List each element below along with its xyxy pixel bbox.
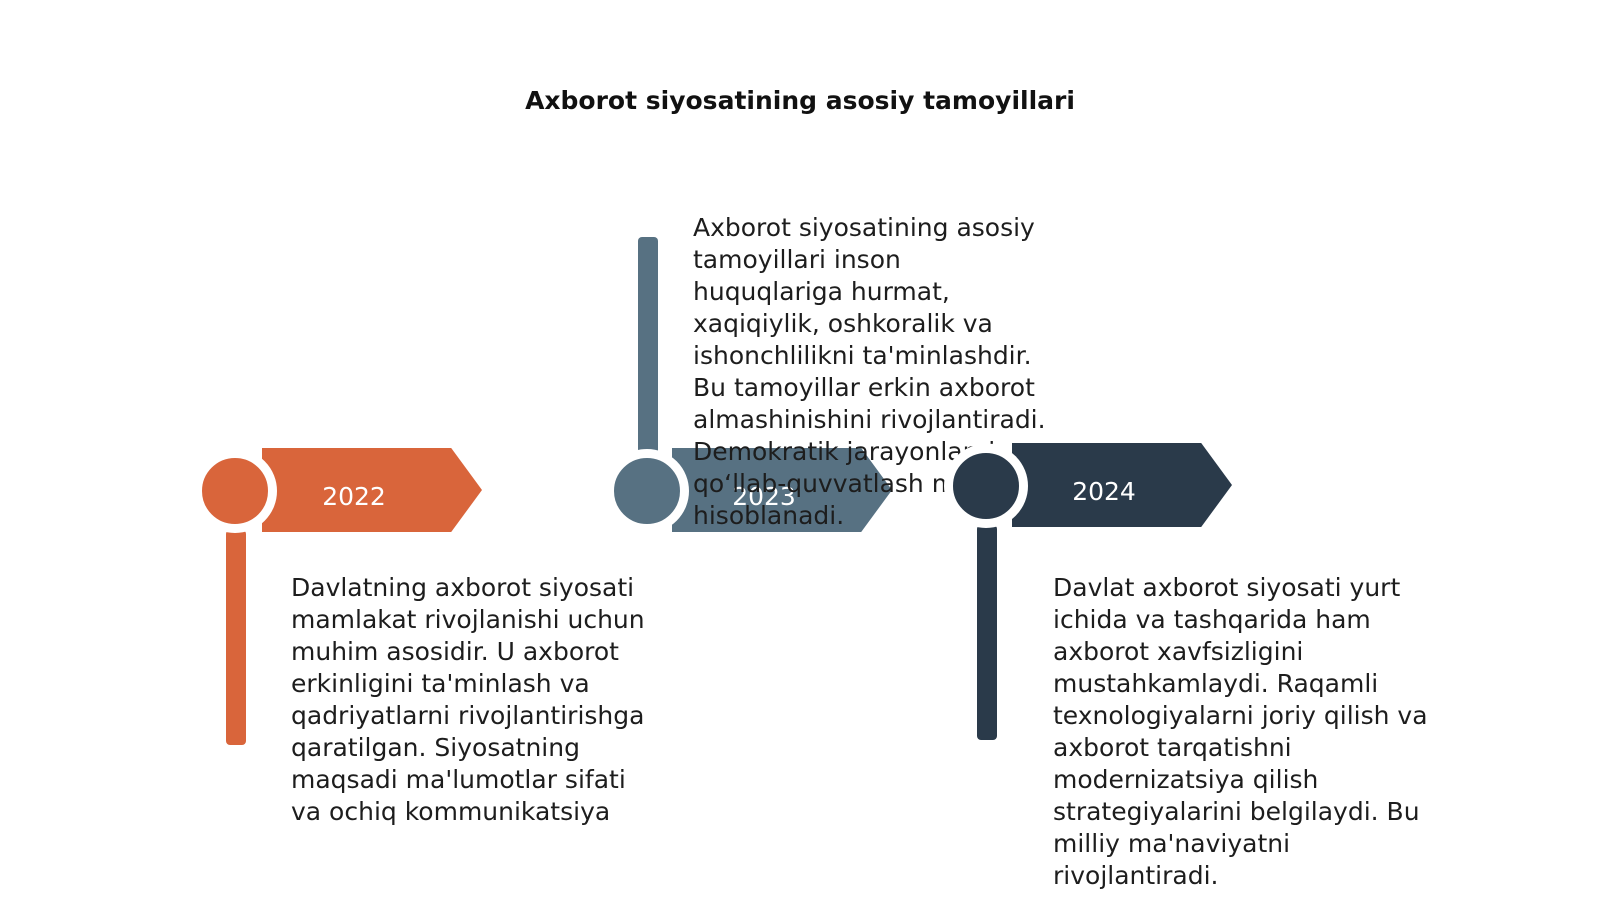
connector-stem-2022 <box>226 530 246 745</box>
year-label-2024: 2024 <box>1072 477 1136 506</box>
diagram-title: Axborot siyosatining asosiy tamoyillari <box>525 86 1075 115</box>
timeline-dot-2024 <box>944 444 1028 528</box>
year-arrow-2023 <box>672 448 892 532</box>
description-2022: Davlatning axborot siyosati mamlakat riv… <box>291 573 645 826</box>
year-arrow-2024 <box>1012 443 1232 527</box>
timeline-dot-2023 <box>605 449 689 533</box>
year-label-2023: 2023 <box>732 482 796 511</box>
connector-stem-2024 <box>977 525 997 740</box>
description-2024: Davlat axborot siyosati yurt ichida va t… <box>1053 573 1428 890</box>
timeline-dot-2022 <box>193 449 277 533</box>
year-label-2022: 2022 <box>322 482 386 511</box>
description-2023: Axborot siyosatining asosiy tamoyillari … <box>693 213 1046 530</box>
connector-stem-2023 <box>638 237 658 455</box>
year-arrow-2022 <box>262 448 482 532</box>
